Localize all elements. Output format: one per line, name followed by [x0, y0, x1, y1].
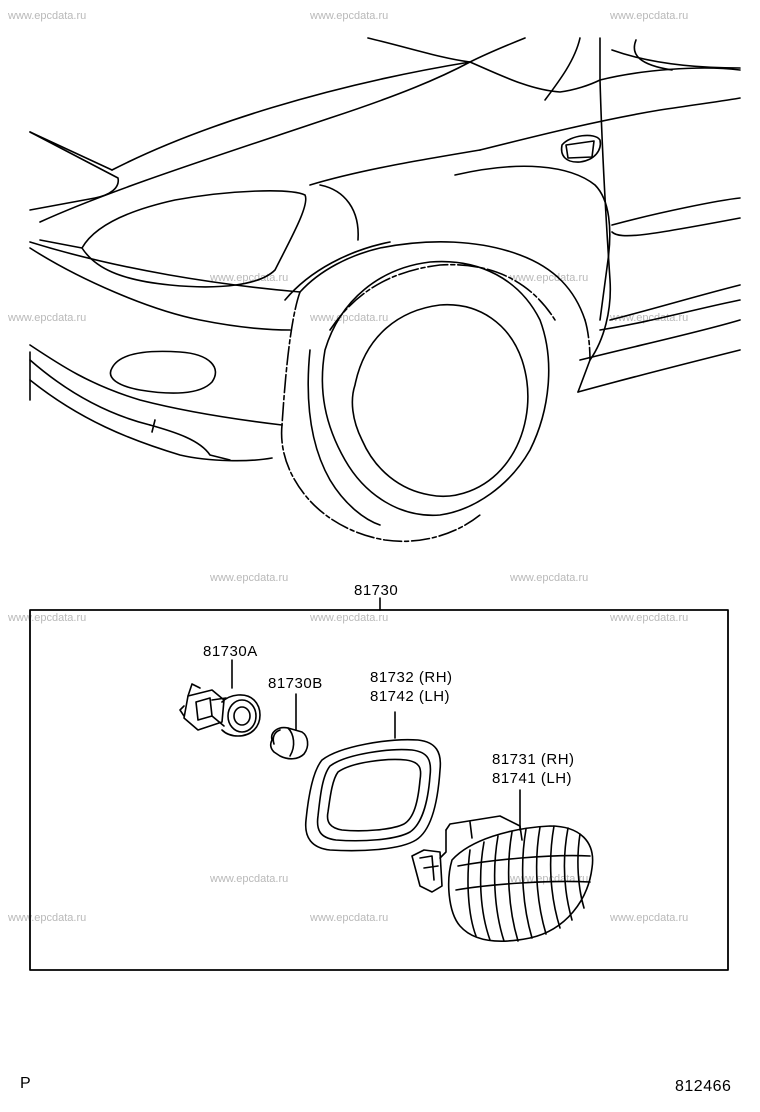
lamp-part-numbers: 81731 (RH) 81741 (LH) [492, 750, 575, 788]
lamp-part-number-lh: 81741 (LH) [492, 770, 573, 787]
assembly-frame [29, 597, 729, 971]
socket-part-number: 81730A [203, 643, 258, 660]
assembly-part-number: 81730 [354, 582, 399, 599]
lamp-part-number-rh: 81731 (RH) [492, 751, 575, 768]
footer-left-code: P [20, 1075, 32, 1092]
gasket-part-numbers: 81732 (RH) 81742 (LH) [370, 668, 453, 706]
gasket-part-number-rh: 81732 (RH) [370, 669, 453, 686]
bulb-socket [179, 659, 261, 737]
wedge-bulb [269, 693, 309, 760]
lamp-gasket [304, 711, 442, 852]
car-fender-illustration [29, 37, 741, 543]
side-marker-lamp [411, 789, 594, 942]
illustration-number: 812466 [675, 1078, 732, 1095]
gasket-part-number-lh: 81742 (LH) [370, 688, 451, 705]
bulb-part-number: 81730B [268, 675, 323, 692]
